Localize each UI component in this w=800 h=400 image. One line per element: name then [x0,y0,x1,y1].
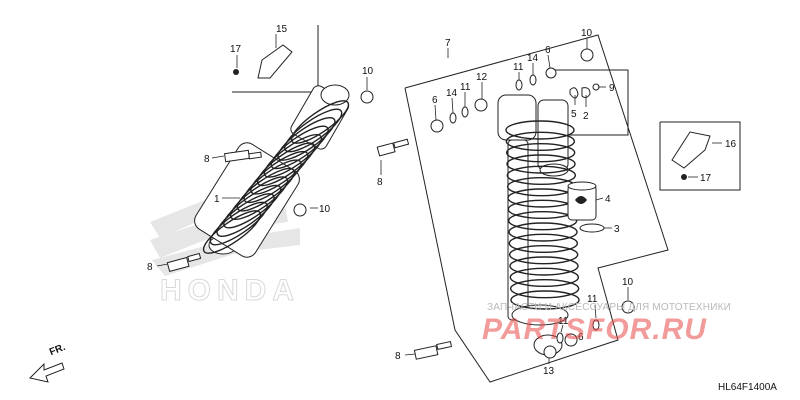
callout-10-d: 10 [622,277,634,288]
callout-8-d: 8 [395,351,401,362]
spring-coil-turn [507,210,578,231]
bolt-8-c [376,138,410,157]
callout-11-c: 11 [587,294,598,305]
callout-17-b: 17 [700,173,712,184]
spring-coil-turn [509,256,579,276]
spring-coil-turn [290,100,350,144]
part-4-sleeve [567,181,597,221]
spring-coil-turn [236,167,295,212]
spring-coil-turn [505,131,576,152]
callout-6-c: 6 [578,332,584,343]
spring-coil-turn [229,176,289,221]
callout-11-b: 11 [513,62,524,73]
spring-coil-turn [263,133,323,178]
callout-11-a: 11 [460,82,471,93]
assembly-frame-7 [404,34,669,383]
spring-coil-turn [216,193,275,237]
spring-coil-left [202,100,350,254]
watermark-tagline: ЗАПЧАСТИ И АКСЕССУАРЫ ДЛЯ МОТОТЕХНИКИ [487,302,732,313]
spring-coil-turn [202,210,262,254]
diagram-code: HL64F1400A [718,382,777,393]
spring-coil-turn [509,278,580,299]
callout-2: 2 [583,111,589,122]
honda-brand-text: HONDA [160,274,300,307]
callout-8-a: 8 [204,154,210,165]
callout-8-b: 8 [147,262,153,273]
bracket-16 [671,131,711,169]
leader-lines [156,34,722,364]
callout-6-a: 6 [432,95,438,106]
spring-coil-turn [508,233,579,254]
callout-14-b: 14 [527,53,539,64]
spring-coil-turn [277,117,336,161]
spring-coil-turn [223,184,282,229]
seal-14-b [529,74,537,86]
seal-14-a [449,112,457,124]
ring-11-c [556,332,564,344]
callout-3: 3 [614,224,620,235]
collar-6-a [430,119,444,133]
callout-1: 1 [214,194,220,205]
rear-shock-right [497,94,580,356]
collar-6-c [564,333,578,347]
callout-9: 9 [609,83,615,94]
callout-7: 7 [445,38,451,49]
nut-10-c [580,48,594,62]
subassembly-frame-2-5-9 [545,69,629,136]
ring-11-d [592,319,600,331]
front-direction-arrow [29,362,65,383]
spring-coil-turn [284,108,343,153]
callout-14-a: 14 [446,88,458,99]
spring-coil-turn [250,150,309,195]
callout-10-b: 10 [319,204,331,215]
bolt-8-b [166,252,202,273]
callout-4: 4 [605,194,611,205]
spring-coil-turn [257,142,316,187]
spring-coil-turn [509,267,580,288]
spring-coil-turn [270,125,329,170]
spring-coil-turn [505,142,576,163]
screw-17-a [233,69,239,75]
nut-10-b [293,203,307,217]
callout-12: 12 [476,72,488,83]
callout-10-c: 10 [581,28,593,39]
spring-coil-turn [508,222,578,242]
callout-11-d: 11 [558,316,569,327]
clip-2 [581,87,591,99]
spring-coil-turn [510,290,580,310]
collar-6-b [545,67,557,79]
nut-10-a [360,90,374,104]
spring-coil-turn [506,154,576,174]
callout-16: 16 [725,139,737,150]
part-3-ring [579,223,605,233]
callout-numbers: 15 17 10 8 1 10 8 8 7 6 14 11 12 11 14 6… [147,24,737,377]
bracket-15 [257,44,293,79]
spring-coil-turn [209,201,268,246]
callout-5: 5 [571,109,577,120]
callout-13: 13 [543,366,555,377]
spring-coil-turn [243,159,302,204]
callout-6-b: 6 [545,45,551,56]
spring-coil-turn [505,120,575,140]
bolt-8-a [223,149,262,163]
callout-10-a: 10 [362,66,374,77]
bracket-frame-right [659,121,741,191]
spring-coil-turn [508,244,579,265]
rear-shock-left [194,84,350,258]
ring-11-b [515,79,523,91]
bushing-12 [474,98,488,112]
callout-8-c: 8 [377,177,383,188]
spring-coil-turn [506,165,577,186]
callout-17-a: 17 [230,44,242,55]
bolt-8-d [413,340,453,360]
ring-11-a [461,106,469,118]
bearing-13 [543,345,557,359]
nut-10-d [621,300,635,314]
watermark-logo: PARTSFOR.RU [482,313,707,346]
callout-15: 15 [276,24,288,35]
screw-17-b [681,174,687,180]
spring-coil-right [505,120,580,310]
clip-5 [569,87,579,99]
